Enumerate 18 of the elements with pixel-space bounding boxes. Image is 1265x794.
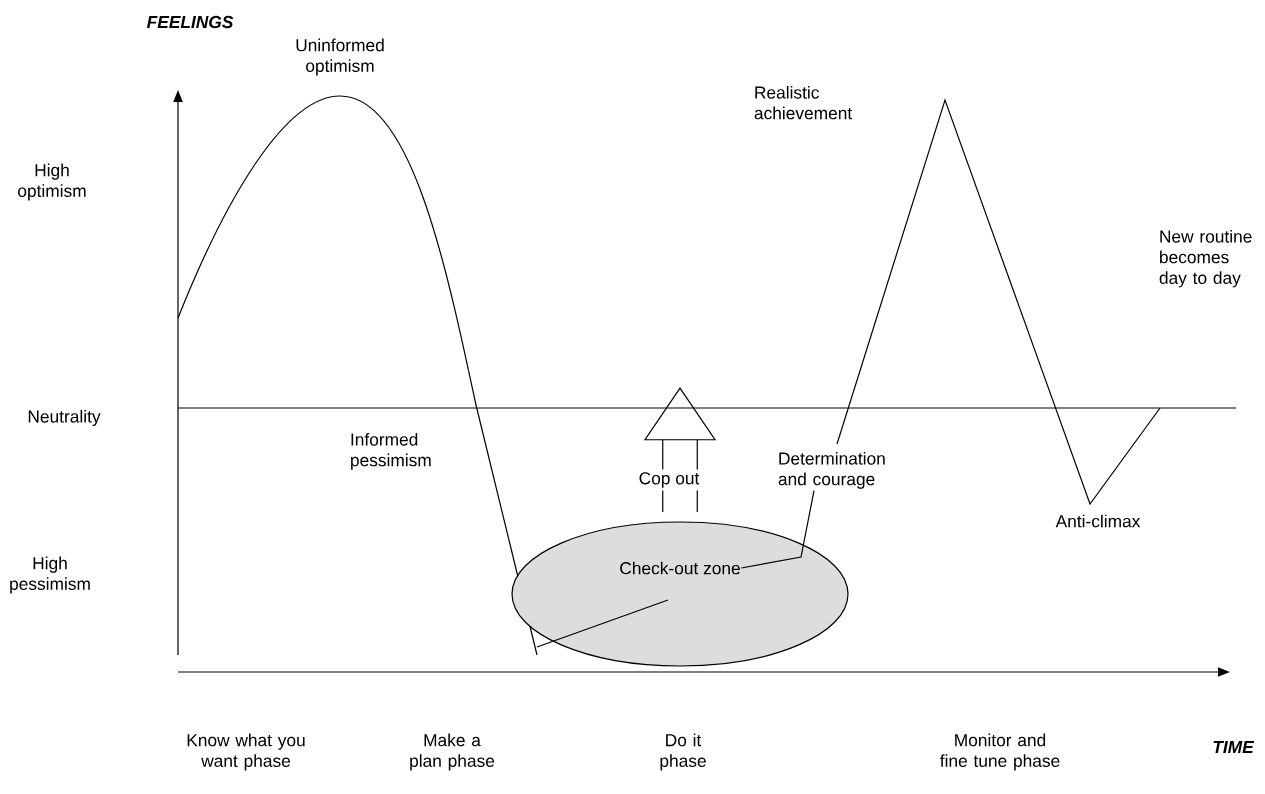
axis-category-label: Do it phase <box>660 733 706 771</box>
edge-label: Cop out <box>636 469 703 491</box>
leader-line <box>740 490 815 569</box>
phase-label: Realistic achievement <box>754 85 853 120</box>
phase-label: New routine becomes day to day <box>1159 229 1252 288</box>
phase-label: Anti-climax <box>1055 514 1141 528</box>
axis-level-label: Neutrality <box>28 409 101 427</box>
axis-category-label: Monitor and fine tune phase <box>940 733 1060 771</box>
leader-line <box>536 599 669 648</box>
axis-category-label: Know what you want phase <box>187 733 305 771</box>
phase-label: Informed pessimism <box>351 432 431 470</box>
axis-title: TIME <box>1213 741 1255 753</box>
axis-level-label: High optimism <box>18 163 86 201</box>
axis-level-label: High pessimism <box>10 556 90 594</box>
phase-label: Uninformed optimism <box>296 38 384 76</box>
axis-category-label: Make a plan phase <box>410 733 495 771</box>
axis-title: FEELINGS <box>147 15 234 29</box>
annotation-text: Determination and courage <box>778 451 885 489</box>
